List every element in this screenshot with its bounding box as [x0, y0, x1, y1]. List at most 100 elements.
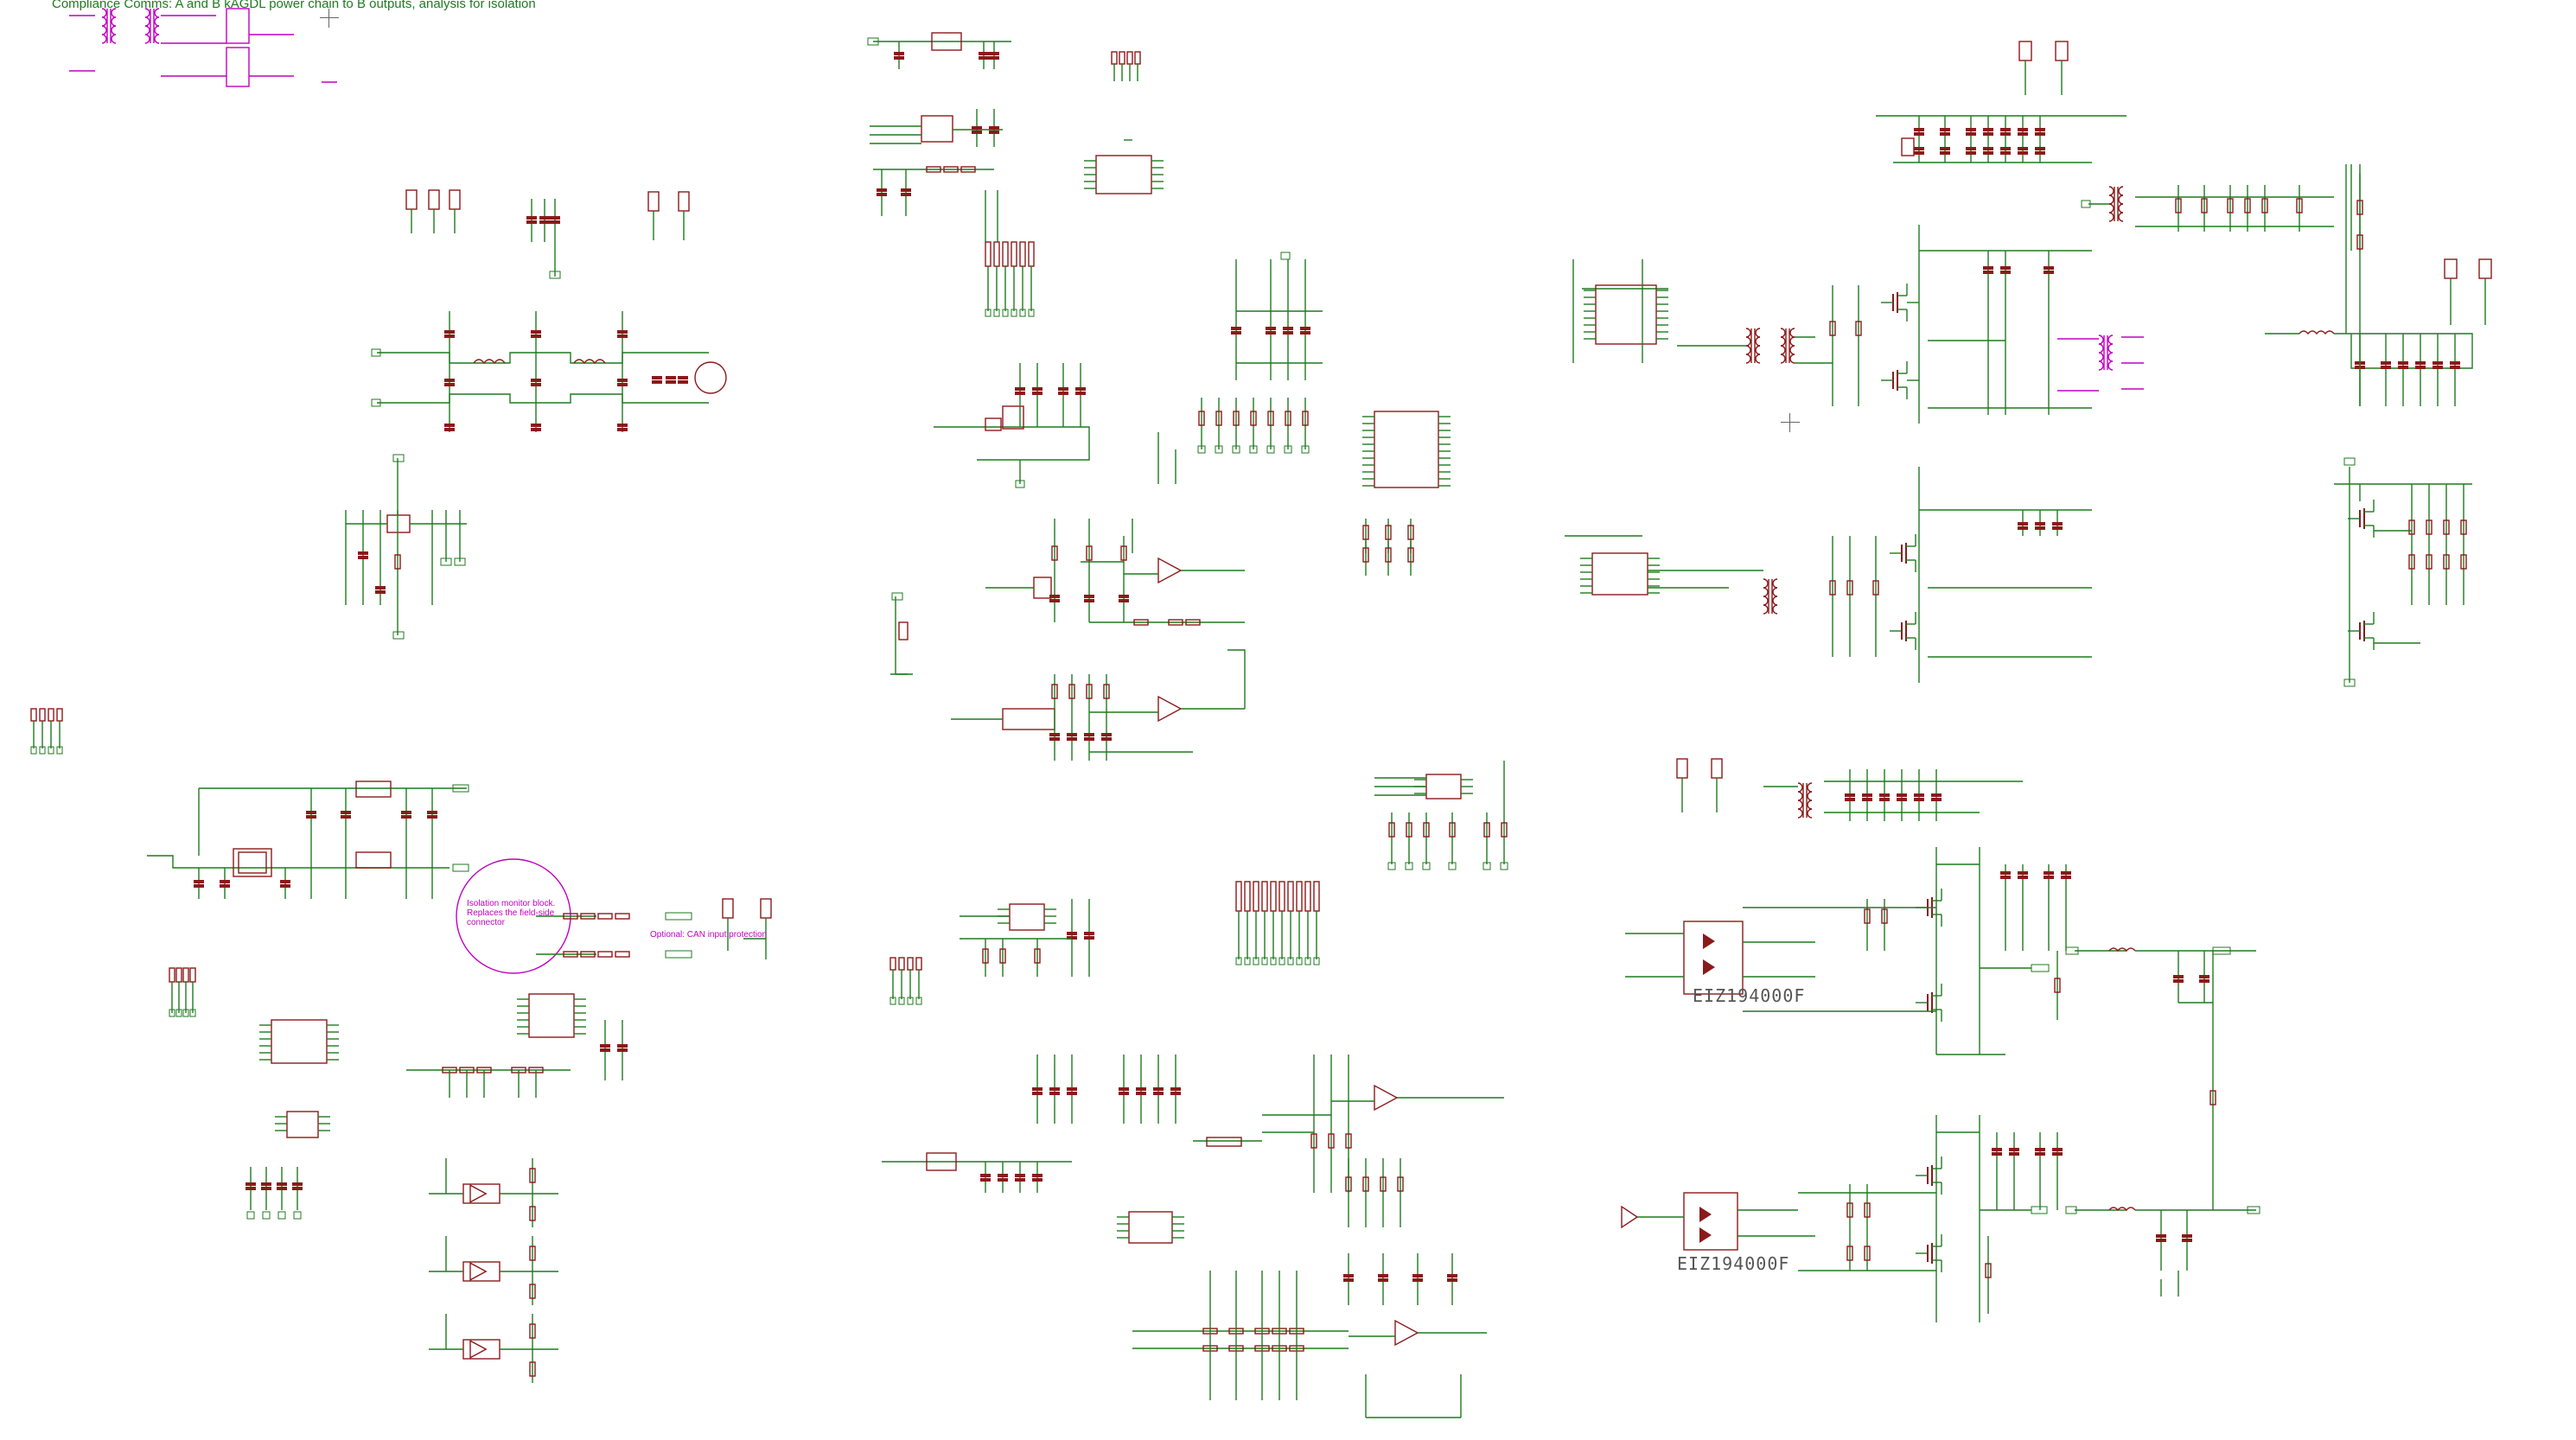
capacitor: [1084, 737, 1094, 741]
component-body: [182, 967, 189, 983]
capacitor: [2052, 522, 2063, 526]
capacitor: [2061, 871, 2071, 875]
capacitor: [652, 376, 662, 379]
capacitor: [894, 52, 904, 55]
capacitor: [1862, 793, 1872, 797]
resistor: [1846, 580, 1853, 596]
capacitor: [2018, 876, 2028, 879]
capacitor: [194, 880, 204, 883]
capacitor: [2000, 871, 2011, 875]
resistor: [943, 166, 959, 173]
capacitor: [1983, 151, 1993, 155]
capacitor: [1343, 1274, 1354, 1278]
resistor: [529, 1284, 536, 1299]
component-body: [169, 967, 175, 983]
capacitor: [1032, 387, 1043, 391]
capacitor: [1084, 595, 1094, 598]
resistor: [1328, 1133, 1335, 1149]
capacitor: [894, 56, 904, 60]
component-body: [1028, 241, 1035, 267]
capacitor: [998, 1174, 1008, 1177]
component-body: [449, 189, 461, 210]
capacitor: [2156, 1239, 2166, 1242]
capacitor: [1032, 392, 1043, 395]
capacitor: [2044, 271, 2054, 274]
capacitor: [401, 815, 411, 819]
capacitor: [2044, 871, 2054, 875]
transformer-winding: [1745, 328, 1751, 338]
transformer-winding: [2118, 212, 2124, 222]
net-label: [1301, 445, 1310, 454]
input-buffer: [1621, 1205, 1639, 1229]
component-body: [1425, 774, 1462, 800]
net-label: [1019, 309, 1026, 317]
transformer-winding: [2118, 194, 2124, 205]
resistor: [529, 1246, 536, 1261]
resistor: [1250, 411, 1257, 426]
capacitor: [2000, 876, 2011, 879]
capacitor: [2433, 361, 2443, 365]
net-label: [891, 592, 903, 601]
resistor: [529, 1168, 536, 1183]
resistor: [1362, 525, 1369, 540]
net-label: [1313, 957, 1320, 965]
net-label: [175, 1009, 182, 1017]
resistor: [2175, 198, 2182, 213]
capacitor: [358, 556, 368, 559]
crosshair-icon: [1781, 413, 1800, 432]
net-label: [392, 454, 405, 462]
component-body: [1261, 881, 1268, 912]
net-label: [1015, 480, 1025, 488]
transformer-winding: [101, 16, 107, 27]
capacitor: [1136, 1087, 1146, 1091]
capacitor: [1940, 128, 1950, 131]
capacitor: [2018, 147, 2028, 150]
net-label: [371, 398, 381, 407]
component-body: [1711, 758, 1723, 779]
net-label: [1278, 957, 1285, 965]
capacitor: [980, 1174, 991, 1177]
resistor: [926, 166, 941, 173]
component-body: [1033, 577, 1052, 599]
capacitor: [617, 1044, 628, 1048]
capacitor: [617, 424, 628, 427]
component-body: [1002, 708, 1055, 730]
net-label: [189, 1009, 196, 1017]
bridge-rectifier: [694, 361, 727, 394]
component-body: [462, 1339, 501, 1360]
resistor: [1864, 1202, 1871, 1218]
transformer-winding: [1755, 336, 1761, 347]
transformer-winding: [1789, 345, 1795, 355]
resistor: [1388, 822, 1395, 838]
capacitor: [980, 1178, 991, 1182]
capacitor: [617, 383, 628, 386]
capacitor: [277, 1187, 287, 1190]
resistor: [1385, 525, 1392, 540]
wire: [934, 426, 1090, 461]
component-body: [1235, 881, 1242, 912]
gate-driver-label-lower: EIZ194000F: [1677, 1253, 1790, 1274]
resistor: [1501, 822, 1508, 838]
capacitor: [989, 56, 999, 60]
resistor: [1846, 1246, 1853, 1261]
transformer-winding: [1745, 354, 1751, 364]
capacitor: [1049, 1092, 1060, 1095]
component-body: [1296, 881, 1303, 912]
transformer-winding: [2107, 335, 2114, 345]
component-body: [647, 191, 660, 212]
net-label: [262, 1211, 271, 1220]
resistor: [2296, 198, 2303, 213]
capacitor: [1266, 331, 1276, 335]
capacitor: [1914, 151, 1924, 155]
resistor: [2209, 1090, 2216, 1105]
component-body: [678, 191, 690, 212]
capacitor: [1914, 132, 1924, 136]
capacitor: [292, 1182, 303, 1186]
net-label: [2031, 964, 2050, 972]
capacitor: [1897, 798, 1907, 801]
capacitor: [2381, 361, 2391, 365]
capacitor: [1983, 128, 1993, 131]
transformer-winding: [2108, 186, 2114, 196]
capacitor: [1343, 1278, 1354, 1282]
